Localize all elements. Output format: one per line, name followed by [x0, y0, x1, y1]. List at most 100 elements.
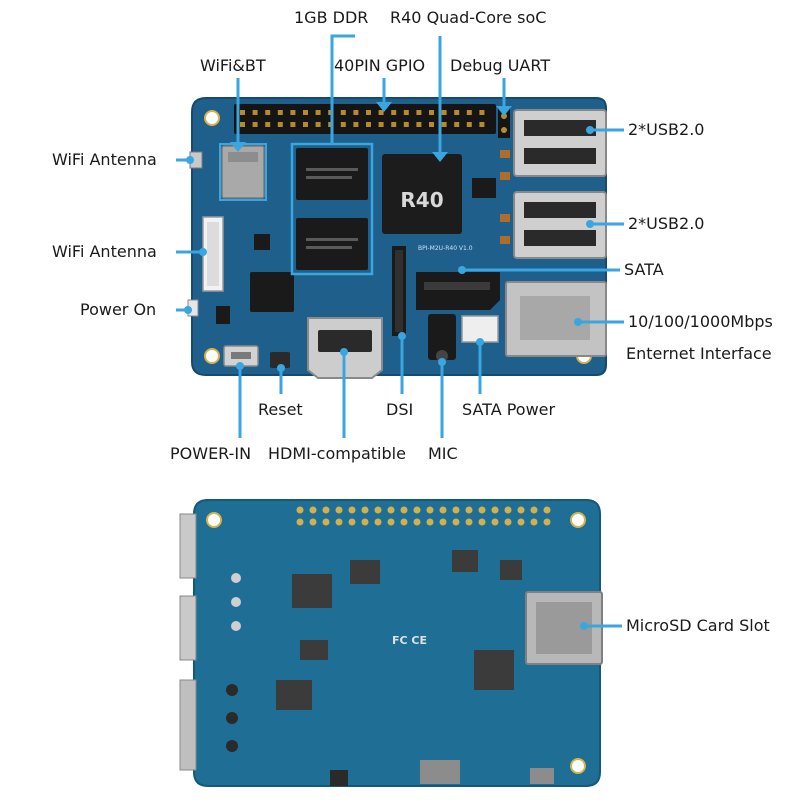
bottom-connector [530, 768, 554, 784]
gpio-hole [504, 518, 512, 526]
gpio-pin [303, 110, 308, 115]
gpio-hole [517, 506, 525, 514]
bottom-board: FC CE [179, 499, 603, 787]
label-hdmi: HDMI-compatible [268, 444, 406, 463]
gpio-pin [265, 122, 271, 127]
usb-slot [524, 148, 596, 164]
label-reset: Reset [258, 400, 303, 419]
gpio-pin [353, 110, 359, 115]
label-usb-top: 2*USB2.0 [628, 120, 705, 139]
bottom-part [231, 621, 241, 631]
small-chip [216, 306, 230, 324]
label-power-on: Power On [80, 300, 157, 319]
label-ddr: 1GB DDR [294, 8, 369, 27]
top-callouts [176, 34, 624, 438]
bottom-chip [276, 680, 312, 710]
label-ethernet-speed: 10/100/1000Mbps [628, 312, 773, 331]
gpio-hole [504, 506, 512, 514]
bottom-chip [474, 650, 514, 690]
usb-slot [524, 202, 596, 218]
gpio-pin [340, 110, 346, 115]
reset-button-part [270, 352, 290, 368]
bottom-part [231, 573, 241, 583]
gpio-pin [454, 122, 460, 127]
label-wifi-antenna-1: WiFi Antenna [52, 150, 157, 169]
gpio-hole [400, 518, 408, 526]
gpio-hole [517, 518, 525, 526]
gpio-pin [479, 110, 485, 115]
gpio-pin [391, 110, 397, 115]
gpio-pin [441, 122, 447, 127]
gpio-hole [387, 506, 395, 514]
gpio-hole [478, 506, 486, 514]
gpio-pin [265, 110, 271, 115]
sata-power-connector [461, 315, 499, 343]
gpio-hole [361, 518, 369, 526]
gpio-pin [315, 110, 321, 115]
ddr-chip-2 [296, 218, 368, 270]
label-usb-bottom: 2*USB2.0 [628, 214, 705, 233]
gpio-pin [240, 110, 245, 115]
sata-connector [416, 272, 500, 310]
hdmi-slot [318, 330, 372, 352]
top-callout-dots [184, 126, 594, 372]
gpio-pin [303, 122, 308, 127]
dsi-slot [395, 250, 403, 332]
gpio-pin [252, 122, 258, 127]
gpio-hole [348, 506, 356, 514]
gpio-pin [340, 122, 346, 127]
mount-hole-icon [204, 110, 220, 126]
gpio-pin [466, 110, 472, 115]
ddr-marking [306, 176, 352, 179]
gpio-pin [252, 110, 258, 115]
mount-hole-icon [570, 758, 586, 774]
gpio-hole [465, 518, 473, 526]
gpio-pin [416, 122, 422, 127]
bottom-ethernet-edge [179, 679, 197, 771]
label-wifi-bt: WiFi&BT [200, 56, 266, 75]
bottom-part [231, 597, 241, 607]
gpio-hole [426, 506, 434, 514]
ddr-chip-1 [296, 148, 368, 200]
bottom-chip [452, 550, 478, 572]
bottom-connector [330, 770, 348, 786]
gpio-hole [413, 506, 421, 514]
callout-arrowheads [230, 102, 512, 162]
bottom-connector [420, 760, 460, 784]
bottom-usb-edge [179, 513, 197, 579]
ddr-marking [306, 238, 358, 241]
gpio-hole [478, 518, 486, 526]
gpio-hole [296, 506, 304, 514]
microusb-slot [231, 352, 251, 359]
label-wifi-antenna-2: WiFi Antenna [52, 242, 157, 261]
gpio-hole [296, 518, 304, 526]
gpio-pin [315, 122, 321, 127]
debug-uart-header [498, 108, 510, 138]
gpio-pin [277, 110, 283, 115]
gpio-hole [530, 518, 538, 526]
top-board-pcb [191, 97, 607, 376]
usb-slot [524, 230, 596, 246]
gpio-hole [374, 506, 382, 514]
label-power-in: POWER-IN [170, 444, 252, 463]
gpio-hole [413, 518, 421, 526]
gpio-header [234, 104, 496, 134]
gpio-hole [335, 506, 343, 514]
gpio-hole [426, 518, 434, 526]
gpio-pin [378, 122, 384, 127]
fpc-slot [207, 222, 219, 286]
pmic-chip [250, 272, 294, 312]
gpio-hole [374, 518, 382, 526]
mic-jack-hole [436, 350, 448, 362]
label-mic: MIC [428, 444, 458, 463]
gpio-hole [543, 518, 551, 526]
ddr-marking [306, 168, 358, 171]
label-soc: R40 Quad-Core soC [390, 8, 547, 27]
gpio-pin [277, 122, 283, 127]
edge-capacitors [500, 150, 510, 244]
gpio-hole [530, 506, 538, 514]
label-sata-power: SATA Power [462, 400, 556, 419]
label-microsd: MicroSD Card Slot [626, 616, 770, 635]
gpio-pin [240, 122, 245, 127]
